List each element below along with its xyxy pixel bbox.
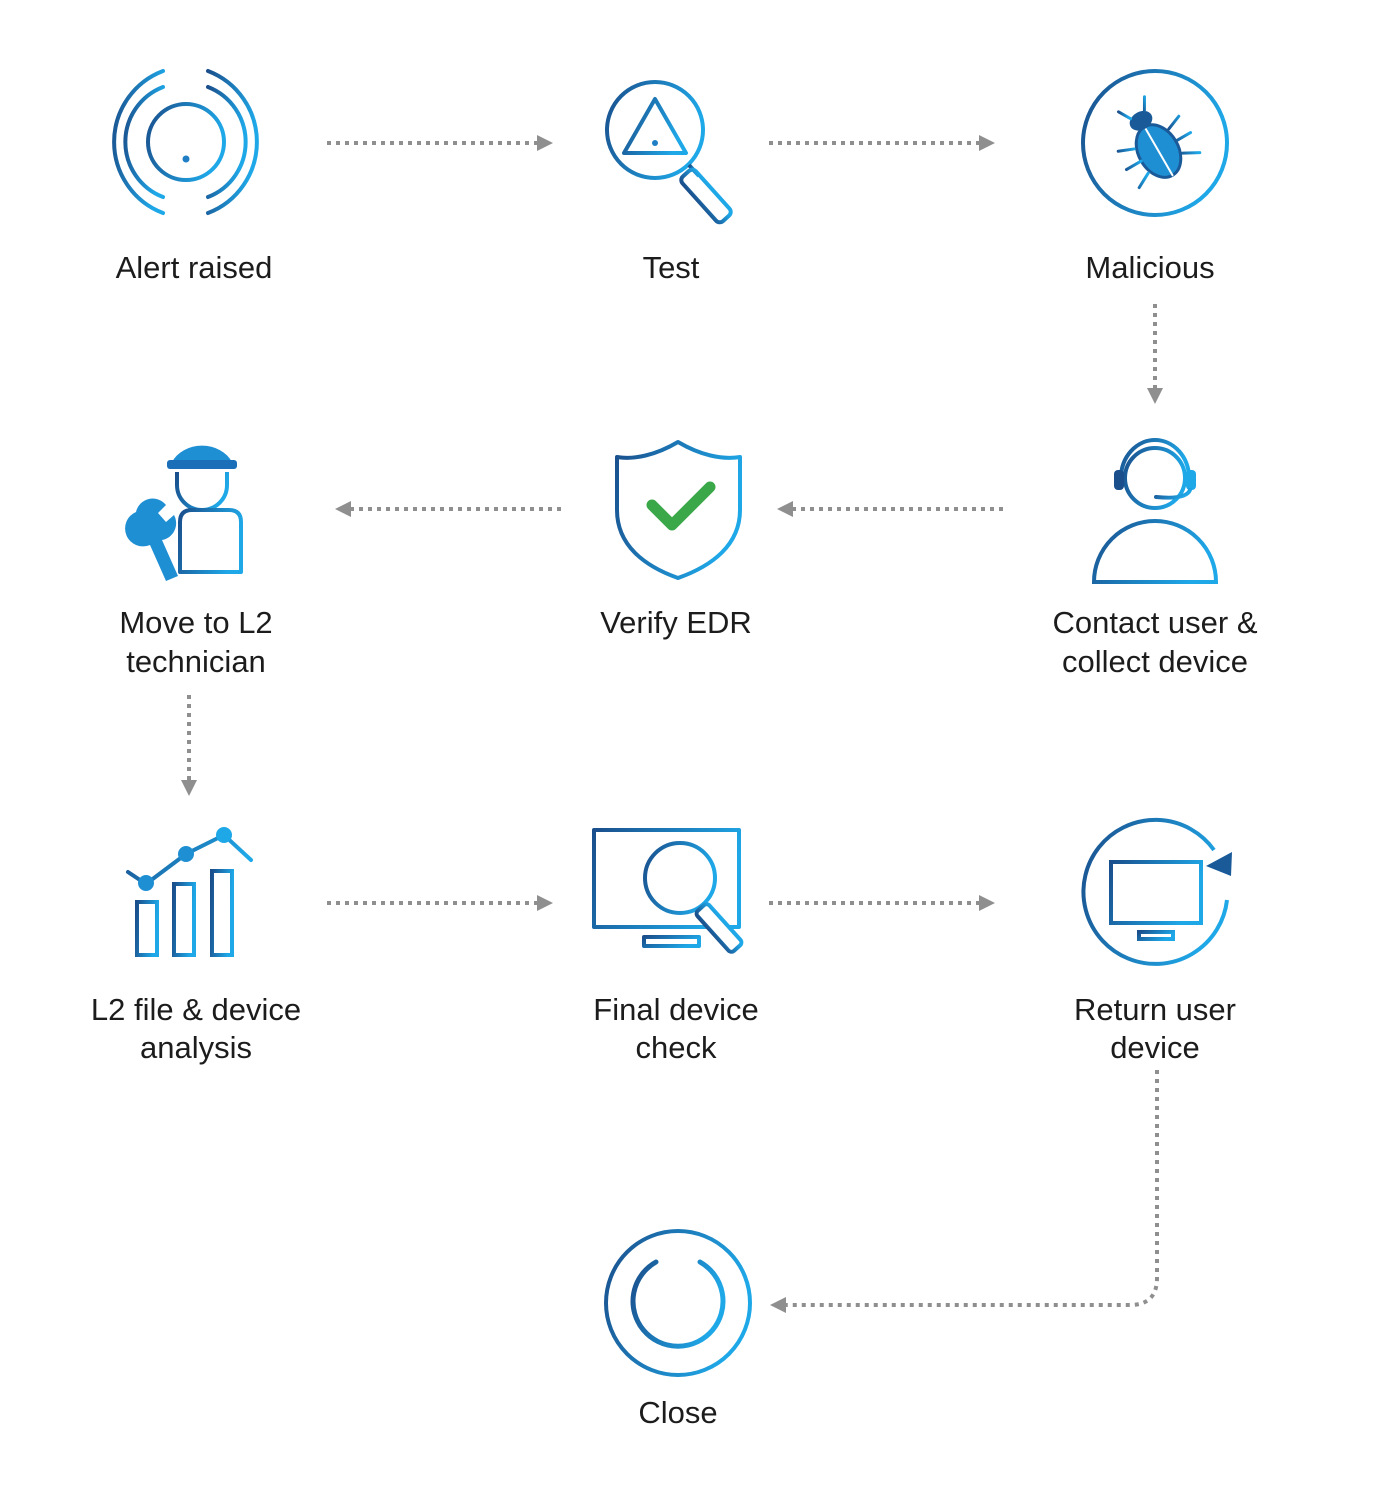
step-label-final-check-line2: check	[636, 1030, 717, 1065]
step-label-final-check-line1: Final device	[593, 992, 758, 1027]
monitor-return-icon	[1081, 817, 1232, 966]
step-label-contact-user-line2: collect device	[1062, 644, 1248, 679]
bar-chart-icon	[121, 827, 257, 957]
technician-icon	[125, 431, 243, 581]
step-label-move-to-l2-line1: Move to L2	[119, 605, 272, 640]
step-label-alert-raised: Alert raised	[116, 250, 273, 285]
step-label-l2-analysis-line2: analysis	[140, 1030, 252, 1065]
step-label-malicious: Malicious	[1085, 250, 1214, 285]
connectors	[181, 135, 1163, 1313]
power-icon	[604, 1229, 752, 1377]
monitor-search-icon	[592, 828, 744, 954]
step-label-test: Test	[643, 250, 700, 285]
step-label-return-device-line2: device	[1110, 1030, 1200, 1065]
bug-target-icon	[1080, 68, 1230, 218]
connector-return-to-close	[770, 1070, 1159, 1313]
step-label-move-to-l2-line2: technician	[126, 644, 266, 679]
step-label-verify-edr: Verify EDR	[600, 605, 752, 640]
magnifier-warning-icon	[605, 80, 733, 225]
shield-check-icon	[615, 440, 742, 580]
step-label-close: Close	[638, 1395, 717, 1430]
headset-user-icon	[1091, 438, 1219, 584]
step-label-contact-user-line1: Contact user &	[1052, 605, 1257, 640]
alert-signal-icon	[112, 69, 259, 215]
step-label-l2-analysis-line1: L2 file & device	[91, 992, 301, 1027]
step-label-return-device-line1: Return user	[1074, 992, 1236, 1027]
